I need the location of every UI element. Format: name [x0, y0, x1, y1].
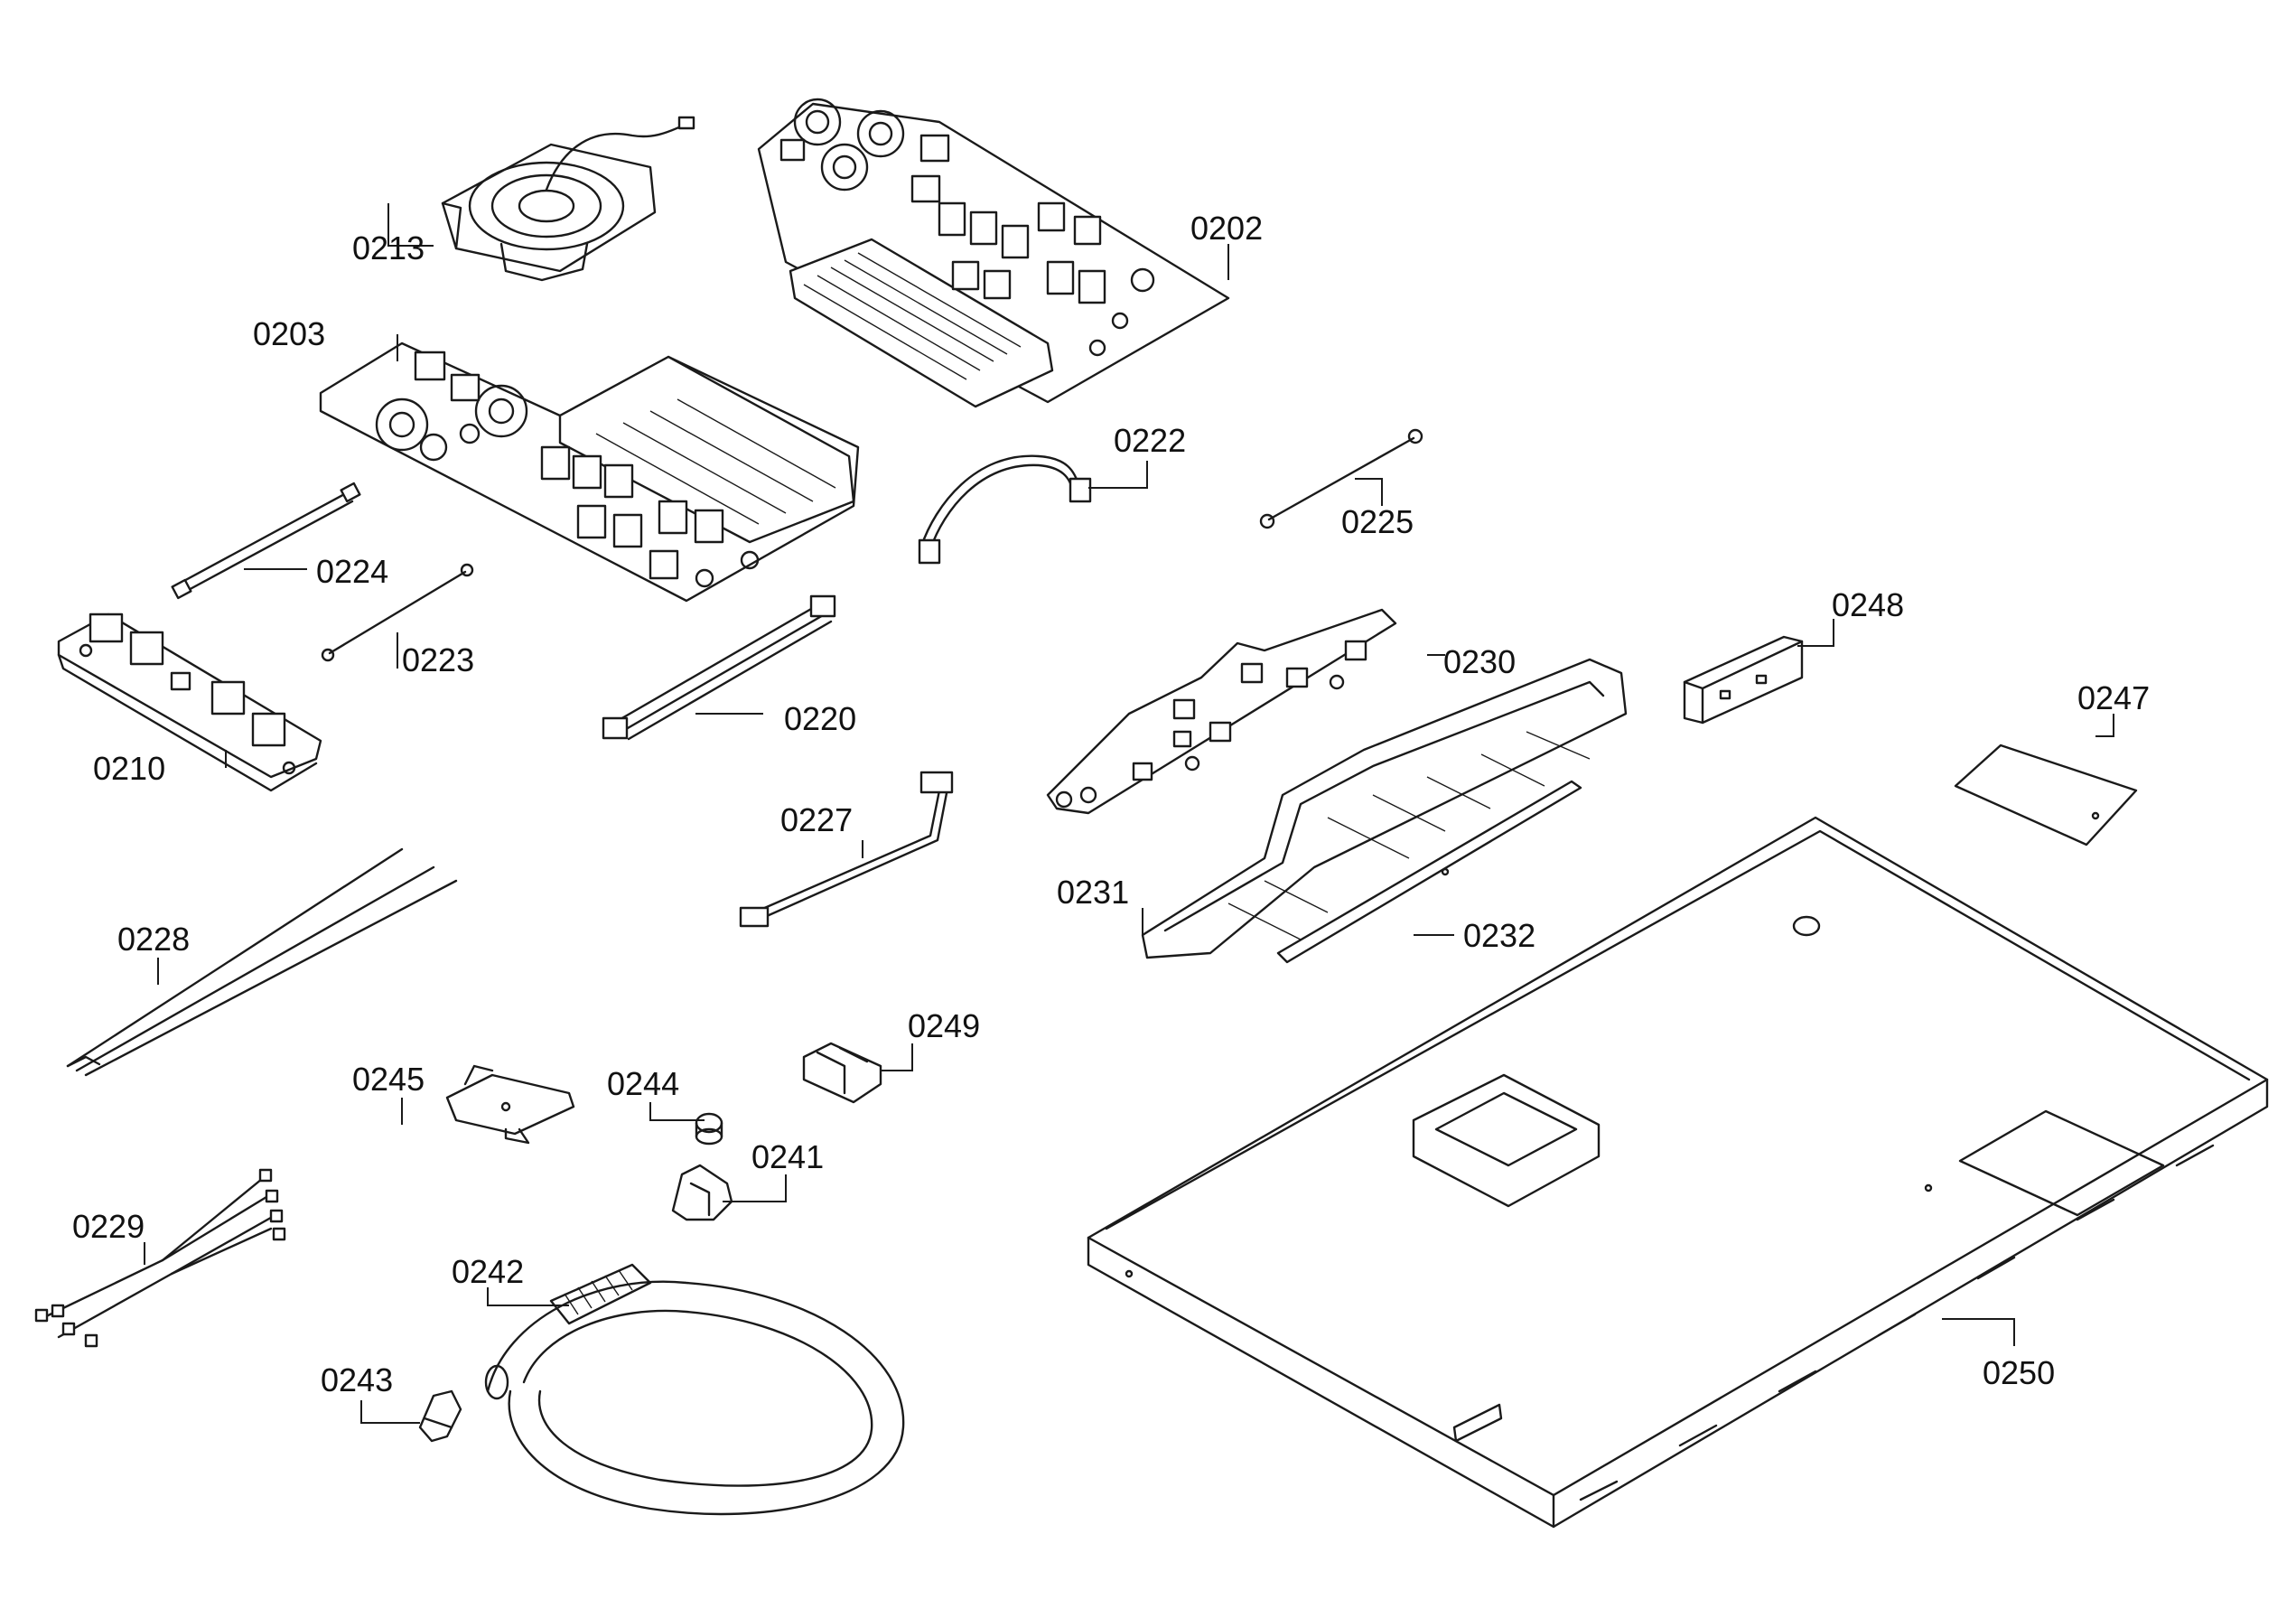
label-0244: 0244 — [607, 1065, 679, 1102]
part-0223-wire — [321, 563, 474, 662]
part-labels: 0213 0202 0203 0224 0223 0210 0220 0222 … — [72, 210, 2150, 1398]
label-0242: 0242 — [452, 1253, 524, 1290]
part-0203-board — [319, 341, 860, 603]
label-0210: 0210 — [93, 750, 165, 787]
label-0224: 0224 — [316, 553, 388, 590]
part-0202-board — [757, 98, 1230, 408]
label-0202: 0202 — [1190, 210, 1263, 247]
part-0210-board — [57, 613, 322, 792]
label-0241: 0241 — [751, 1138, 824, 1175]
part-0220-cable — [602, 594, 836, 741]
part-0224-cable — [171, 482, 361, 600]
label-0243: 0243 — [321, 1361, 393, 1398]
part-0213-fan — [441, 116, 695, 282]
part-0247-plate — [1954, 744, 2138, 846]
part-0222-harness — [918, 454, 1092, 565]
part-0242-hose — [484, 1263, 905, 1516]
label-0232: 0232 — [1463, 917, 1535, 954]
label-0227: 0227 — [780, 801, 853, 838]
label-0223: 0223 — [402, 641, 474, 678]
label-0225: 0225 — [1341, 503, 1414, 540]
label-0245: 0245 — [352, 1061, 425, 1098]
part-0229-harness — [34, 1168, 286, 1348]
label-0248: 0248 — [1832, 586, 1904, 623]
label-0250: 0250 — [1983, 1354, 2055, 1391]
part-0231-frame — [1141, 658, 1628, 959]
part-0241-clip — [671, 1164, 733, 1221]
label-0228: 0228 — [117, 921, 190, 958]
part-0244-knob — [695, 1112, 723, 1146]
label-0247: 0247 — [2077, 679, 2150, 716]
label-0231: 0231 — [1057, 874, 1129, 911]
label-0222: 0222 — [1114, 422, 1186, 459]
part-0250-tray — [1087, 816, 2269, 1529]
label-0203: 0203 — [253, 315, 325, 352]
part-0225-wire — [1259, 428, 1423, 529]
label-0229: 0229 — [72, 1208, 145, 1245]
part-0227-cable — [739, 771, 954, 928]
part-0230-board — [1046, 608, 1397, 815]
part-0232-strip — [1276, 780, 1582, 964]
part-0243-clamp — [418, 1389, 462, 1443]
part-0245-bracket — [445, 1064, 575, 1145]
part-0248-bracket — [1683, 635, 1804, 725]
part-0249-clip — [802, 1042, 882, 1104]
label-0249: 0249 — [908, 1007, 980, 1044]
label-0230: 0230 — [1443, 643, 1516, 680]
part-0228-wires — [66, 847, 458, 1077]
leader-lines — [144, 203, 2114, 1424]
label-0220: 0220 — [784, 700, 856, 737]
label-0213: 0213 — [352, 229, 425, 267]
